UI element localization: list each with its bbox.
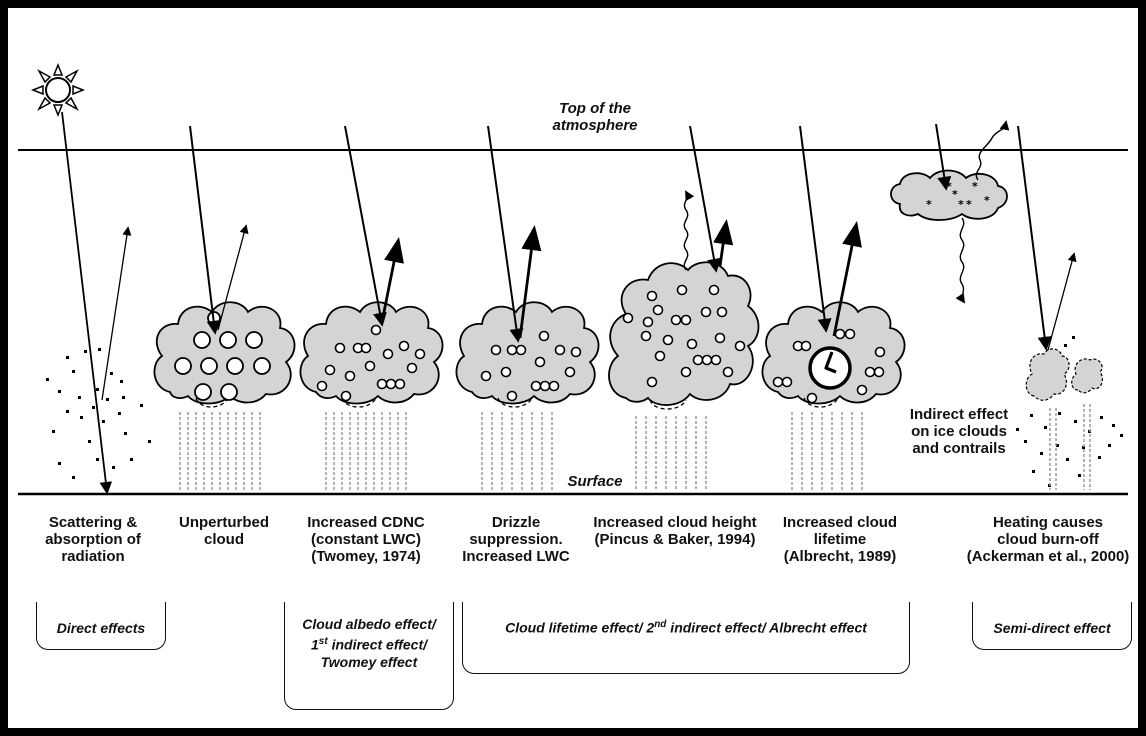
incoming-arrow-6 [800, 126, 826, 330]
ice-emission-wave-down [960, 218, 964, 302]
surface-label: Surface [540, 473, 650, 490]
top-label-line2: atmosphere [530, 117, 660, 134]
bracket-cloud-lifetime: Cloud lifetime effect/ 2nd indirect effe… [462, 602, 910, 674]
caption-unperturbed: Unperturbed cloud [166, 514, 282, 548]
incoming-solar-arrow [62, 112, 107, 492]
caption-burnoff: Heating causes cloud burn-off (Ackerman … [956, 514, 1140, 565]
svg-text:*: * [966, 198, 972, 211]
ice-clouds-label: Indirect effect on ice clouds and contra… [898, 406, 1020, 457]
burnoff-cloud-right [1072, 359, 1103, 393]
incoming-arrow-3 [345, 126, 382, 324]
top-of-atmosphere-label: Top of the atmosphere [530, 100, 660, 134]
clock-icon [810, 348, 850, 388]
thermal-emission-wave-5 [684, 192, 687, 270]
bracket-direct-effects: Direct effects [36, 602, 166, 650]
caption-lifetime: Increased cloud lifetime (Albrecht, 1989… [770, 514, 910, 565]
top-label-line1: Top of the [530, 100, 660, 117]
bracket-cloud-albedo: Cloud albedo effect/ 1st indirect effect… [284, 602, 454, 710]
caption-direct: Scattering & absorption of radiation [30, 514, 156, 565]
svg-text:*: * [926, 198, 932, 211]
absorbing-aerosol-particles [1016, 336, 1123, 487]
reflected-arrow-5 [720, 224, 726, 266]
incoming-arrow-7 [1018, 126, 1046, 348]
caption-cdnc: Increased CDNC (constant LWC) (Twomey, 1… [296, 514, 436, 565]
reflected-arrow-7 [1048, 254, 1074, 350]
scattered-arrow [102, 228, 128, 400]
burnoff-cloud-left [1026, 349, 1069, 400]
bracket-semi-direct: Semi-direct effect [972, 602, 1132, 650]
svg-text:*: * [984, 194, 990, 207]
caption-drizzle: Drizzle suppression. Increased LWC [456, 514, 576, 565]
svg-text:*: * [958, 198, 964, 211]
caption-height: Increased cloud height (Pincus & Baker, … [580, 514, 770, 548]
tall-cloud [609, 262, 759, 405]
sun-icon [33, 65, 83, 115]
svg-text:*: * [952, 188, 958, 201]
svg-text:*: * [972, 180, 978, 193]
incoming-arrow-5 [690, 126, 716, 270]
incoming-arrow-2 [190, 126, 215, 332]
